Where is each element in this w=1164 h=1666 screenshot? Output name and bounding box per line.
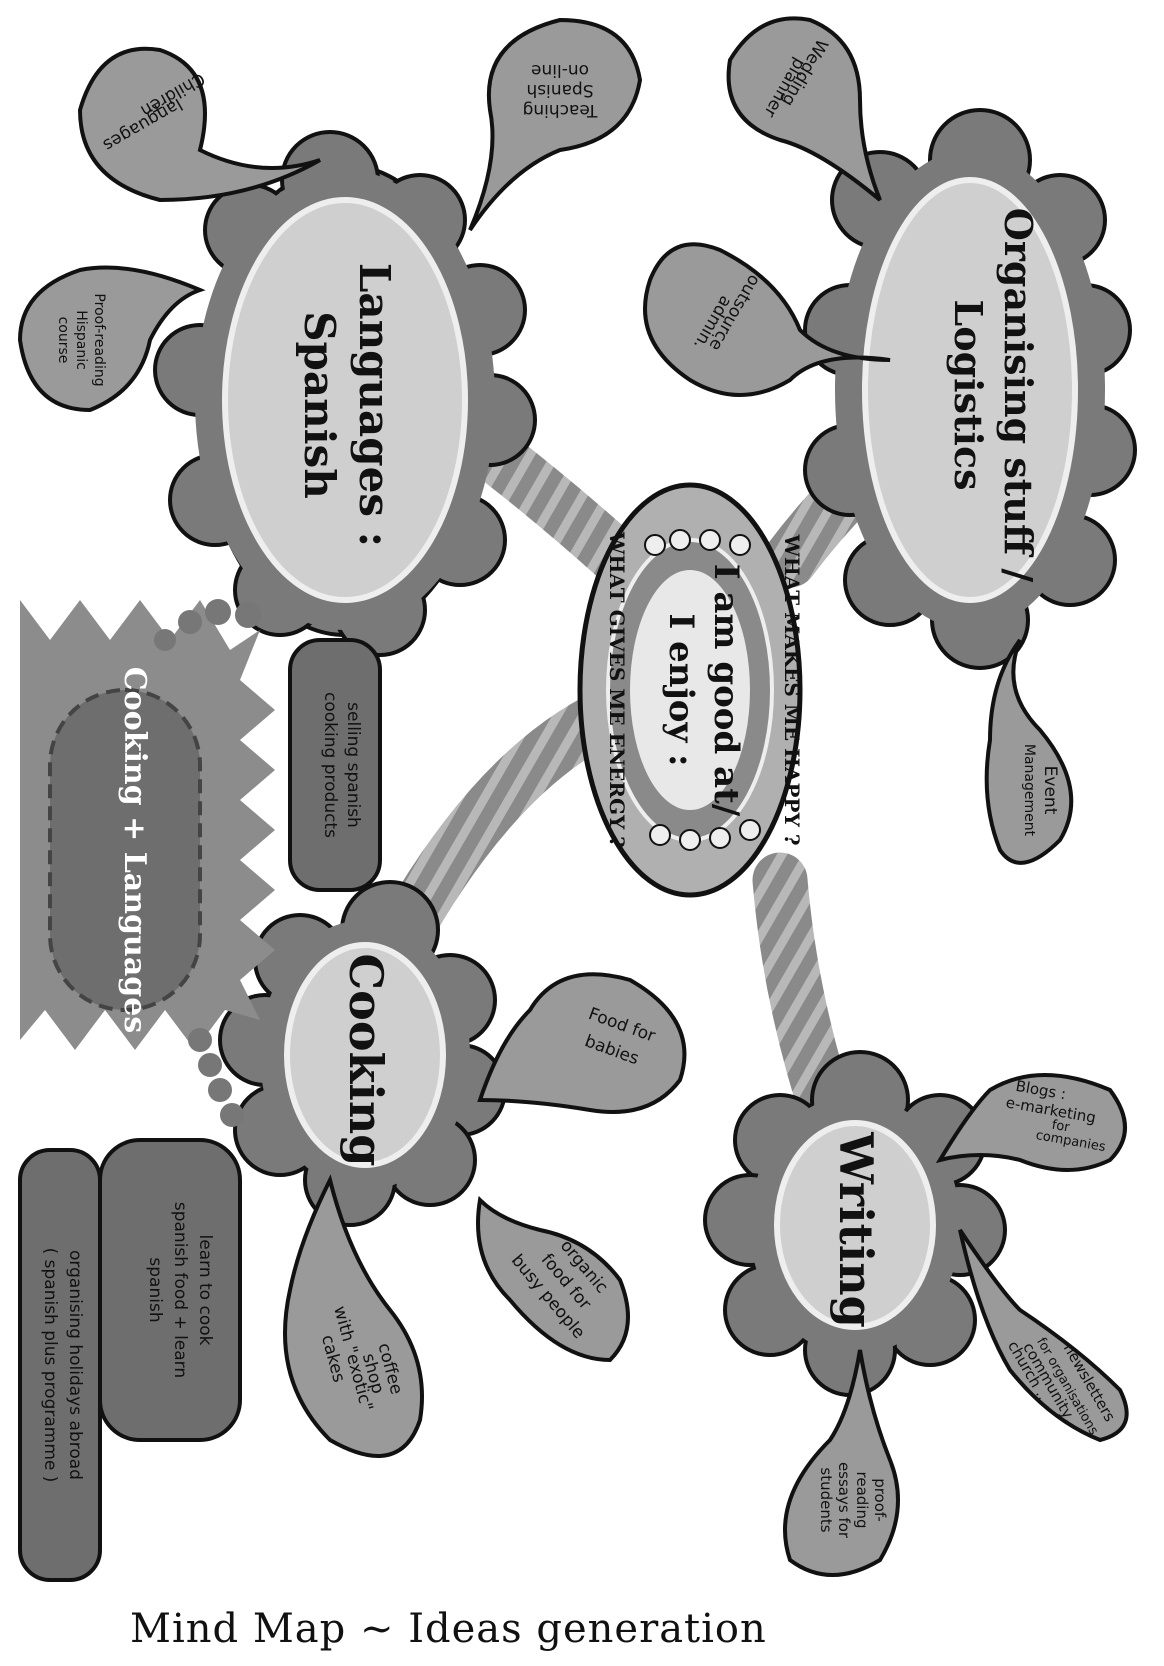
writing-title: Writing xyxy=(829,1131,883,1328)
leaf-holidays-line2: ( spanish plus programme ) xyxy=(40,1248,60,1483)
leaf-essays-line1: proof- xyxy=(871,1478,889,1522)
leaf-event-line1: Event xyxy=(1040,766,1060,815)
leaf-selling-line1: selling spanish xyxy=(343,702,363,828)
cloud-organising: Organising stuff / Logistics xyxy=(805,110,1135,668)
leaf-essays-line3: essays for xyxy=(835,1462,853,1539)
cloud-cooking: Cooking xyxy=(220,882,505,1225)
leaf-proofreading-line3: course xyxy=(55,317,71,364)
map-caption: Mind Map ~ Ideas generation xyxy=(130,1606,767,1652)
center-ring-top: WHAT MAKES ME HAPPY ? xyxy=(780,533,804,845)
center-line2: I enjoy : xyxy=(661,613,701,766)
leaf-selling-products: selling spanish cooking products xyxy=(290,640,380,890)
leaf-learn-line1: learn to cook xyxy=(195,1235,215,1346)
leaf-learn-line2: spanish food + learn xyxy=(170,1202,190,1378)
center-line1: I am good at/ xyxy=(706,564,746,817)
leaf-teaching-spanish: Teaching Spanish on-line xyxy=(470,20,640,230)
leaf-learn-line3: spanish xyxy=(145,1257,165,1322)
leaf-teaching-line2: Spanish xyxy=(526,80,593,100)
organising-title-line1: Organising stuff / xyxy=(996,208,1041,583)
leaf-children-languages: Children + languages xyxy=(80,49,320,200)
leaf-organic-food: organic food for busy people xyxy=(478,1200,628,1360)
cooking-title: Cooking xyxy=(339,954,393,1167)
leaf-wedding-planner: Wedding planner xyxy=(729,18,880,200)
cloud-writing: Writing xyxy=(705,1052,1005,1395)
leaf-food-babies: Food for babies xyxy=(480,974,684,1112)
leaf-holidays-line1: organising holidays abroad xyxy=(65,1250,85,1480)
leaf-learn-cook: learn to cook spanish food + learn spani… xyxy=(100,1140,240,1440)
leaf-proofreading-line2: Hispanic xyxy=(73,310,89,370)
languages-title-line2: Spanish xyxy=(295,311,344,499)
leaf-teaching-line1: Teaching xyxy=(523,100,599,120)
leaf-blogs: Blogs : e-marketing for companies xyxy=(940,1075,1125,1170)
leaf-event-management: Event Management xyxy=(987,640,1072,863)
leaf-holidays: organising holidays abroad ( spanish plu… xyxy=(20,1150,100,1580)
organising-title-line2: Logistics xyxy=(946,300,991,491)
leaf-teaching-line3: on-line xyxy=(531,60,589,80)
center-ring-bottom: WHAT GIVES ME ENERGY ? xyxy=(605,531,629,848)
leaf-selling-line2: cooking products xyxy=(320,692,340,838)
leaf-event-line2: Management xyxy=(1021,744,1037,837)
leaf-essays-line4: students xyxy=(817,1467,835,1532)
combo-title: Cooking + Languages xyxy=(117,667,152,1033)
center-oval: WHAT MAKES ME HAPPY ? WHAT GIVES ME ENER… xyxy=(580,485,804,895)
leaf-proofreading-line1: Proof-reading xyxy=(91,293,107,386)
leaf-essays-line2: reading xyxy=(853,1472,871,1529)
languages-title-line1: Languages : xyxy=(350,263,399,547)
